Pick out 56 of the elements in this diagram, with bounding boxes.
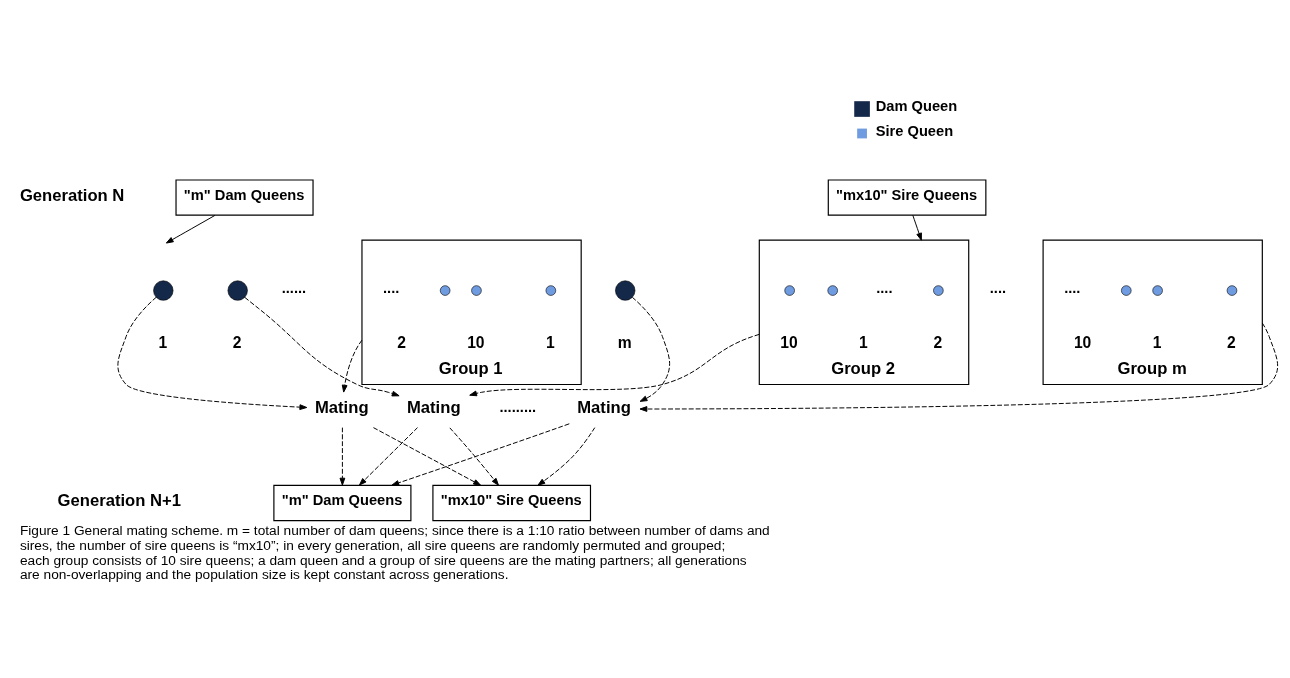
arrow bbox=[244, 296, 400, 397]
node-box: "mx10" Sire Queens bbox=[827, 179, 987, 216]
node-circle bbox=[471, 285, 482, 296]
node-label: 10 bbox=[780, 334, 798, 352]
label: ......... bbox=[499, 399, 537, 416]
node-label: 1 bbox=[158, 334, 168, 352]
arrow bbox=[449, 427, 499, 486]
arrow bbox=[359, 427, 418, 486]
arrow bbox=[339, 427, 346, 486]
node-circle bbox=[615, 280, 636, 301]
node-circle bbox=[1121, 285, 1132, 296]
arrow bbox=[912, 214, 922, 241]
node-circle bbox=[227, 280, 248, 301]
node-text: Mating bbox=[314, 397, 369, 417]
node-circle bbox=[439, 285, 451, 296]
node-box: "m" Dam Queens bbox=[273, 484, 412, 522]
node-label: 1 bbox=[859, 334, 868, 352]
node-box: "m" Dam Queens bbox=[175, 179, 314, 216]
arrow bbox=[631, 296, 671, 402]
arrow bbox=[537, 427, 596, 486]
node-label: 2 bbox=[933, 334, 943, 352]
node-label: m bbox=[617, 334, 632, 352]
label: .... bbox=[1064, 280, 1081, 296]
legend-label: Dam Queen bbox=[875, 98, 958, 115]
node-label: 2 bbox=[232, 334, 242, 352]
node-label: 1 bbox=[1152, 334, 1162, 352]
legend-label: Sire Queen bbox=[875, 122, 954, 139]
node-label: 2 bbox=[397, 334, 406, 352]
node-circle bbox=[1152, 285, 1163, 296]
label: .... bbox=[876, 280, 893, 296]
node-circle bbox=[784, 285, 795, 296]
node-label: 2 bbox=[1227, 334, 1236, 352]
arrow bbox=[165, 214, 216, 244]
arrow bbox=[469, 333, 760, 397]
node-circle bbox=[1226, 285, 1238, 296]
arrow bbox=[391, 423, 570, 486]
arrow bbox=[117, 296, 308, 411]
node-label: 10 bbox=[467, 334, 485, 352]
node-label: 10 bbox=[1073, 334, 1092, 352]
node-circle bbox=[933, 285, 944, 296]
arrow bbox=[341, 339, 363, 393]
label: Generation N+1 bbox=[57, 490, 181, 510]
node-label: 1 bbox=[545, 334, 555, 352]
node-circle bbox=[827, 285, 838, 296]
node-text: Mating bbox=[406, 397, 461, 417]
caption: Figure 1 General mating scheme. m = total number of dam queens; since there is a 1:10 ratio between number of dams and sires, the number of sire queens is “mx10”; in every generation, all sire queens are randomly permuted and grouped; each group consists of 10 sire queens; a dam queen and a group of sire queens are the mating partners; all generations are non-overlapping and the population size is kept constant across generations. bbox=[19, 523, 770, 583]
node-circle bbox=[153, 280, 174, 301]
arrow bbox=[639, 322, 1279, 412]
node-text: Mating bbox=[577, 397, 631, 417]
label: Generation N bbox=[19, 185, 125, 205]
node-circle bbox=[545, 285, 557, 296]
label: ...... bbox=[281, 280, 307, 296]
label: .... bbox=[989, 280, 1007, 296]
arrow bbox=[372, 427, 482, 486]
node-box: "mx10" Sire Queens bbox=[432, 484, 592, 522]
label: .... bbox=[383, 280, 400, 296]
